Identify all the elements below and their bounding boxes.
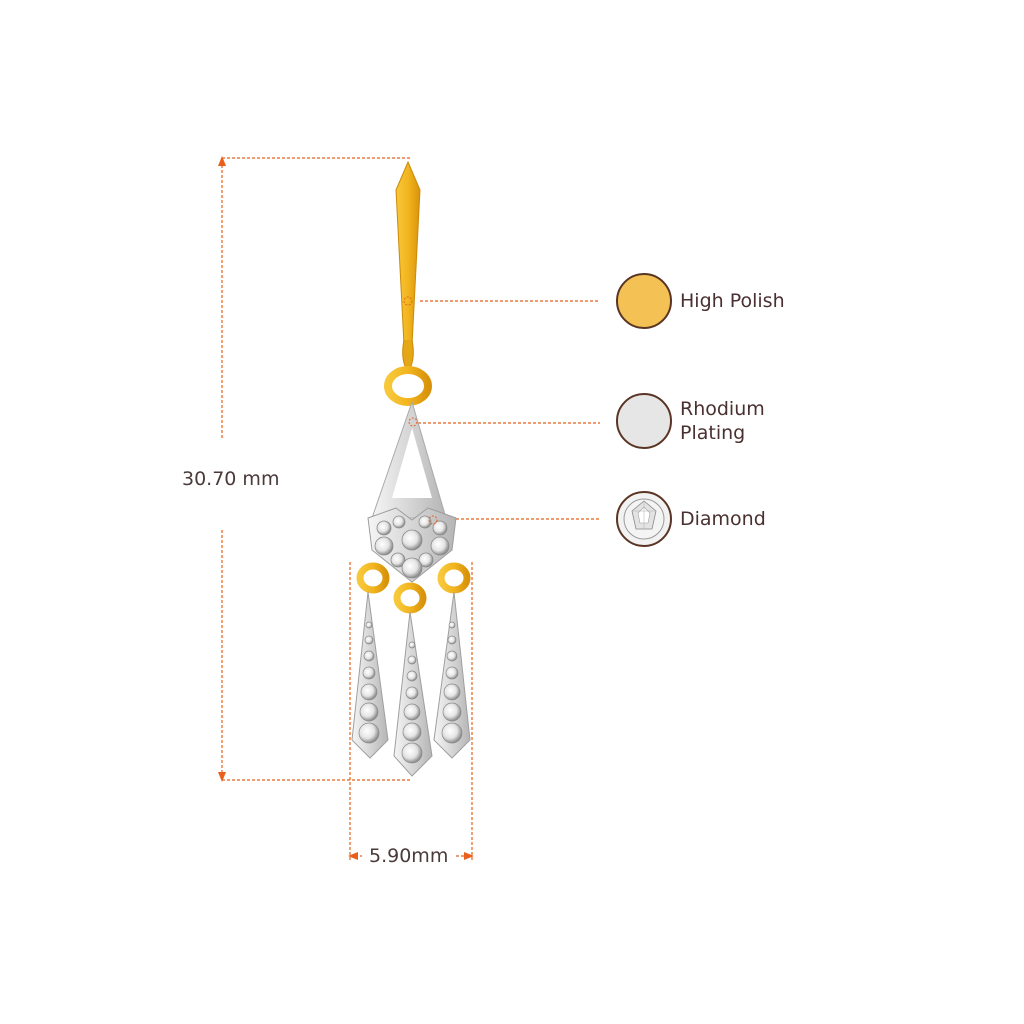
legend-label-line2: Plating: [680, 422, 746, 444]
legend-item-rhodium-plating: Rhodium Plating: [616, 393, 765, 449]
jump-ring: [384, 366, 432, 406]
arrow-down-icon: [218, 772, 226, 782]
pave-diamond-cluster: [367, 507, 457, 583]
gold-hook: [395, 160, 421, 373]
diamond-icon: [623, 498, 665, 540]
width-dimension-label: 5.90mm: [367, 845, 451, 867]
gold-swatch-icon: [616, 273, 672, 329]
legend-label-high-polish: High Polish: [680, 290, 785, 312]
height-dimension-label: 30.70 mm: [182, 468, 280, 490]
arrow-up-icon: [218, 156, 226, 166]
drop-left: [351, 591, 389, 759]
drop-center: [393, 611, 433, 777]
legend-item-diamond: Diamond: [616, 491, 766, 547]
legend-label-line1: Rhodium: [680, 398, 765, 420]
drop-right: [433, 591, 471, 759]
arrow-left-icon: [348, 852, 358, 860]
diamond-swatch-icon: [616, 491, 672, 547]
dimension-arrows: [218, 156, 474, 860]
rhodium-triangle: [371, 400, 447, 519]
legend-label-rhodium-plating: Rhodium Plating: [680, 397, 765, 445]
rhodium-swatch-icon: [616, 393, 672, 449]
legend-item-high-polish: High Polish: [616, 273, 785, 329]
drop-rings: [356, 562, 471, 614]
legend-label-diamond: Diamond: [680, 508, 766, 530]
arrow-right-icon: [464, 852, 474, 860]
